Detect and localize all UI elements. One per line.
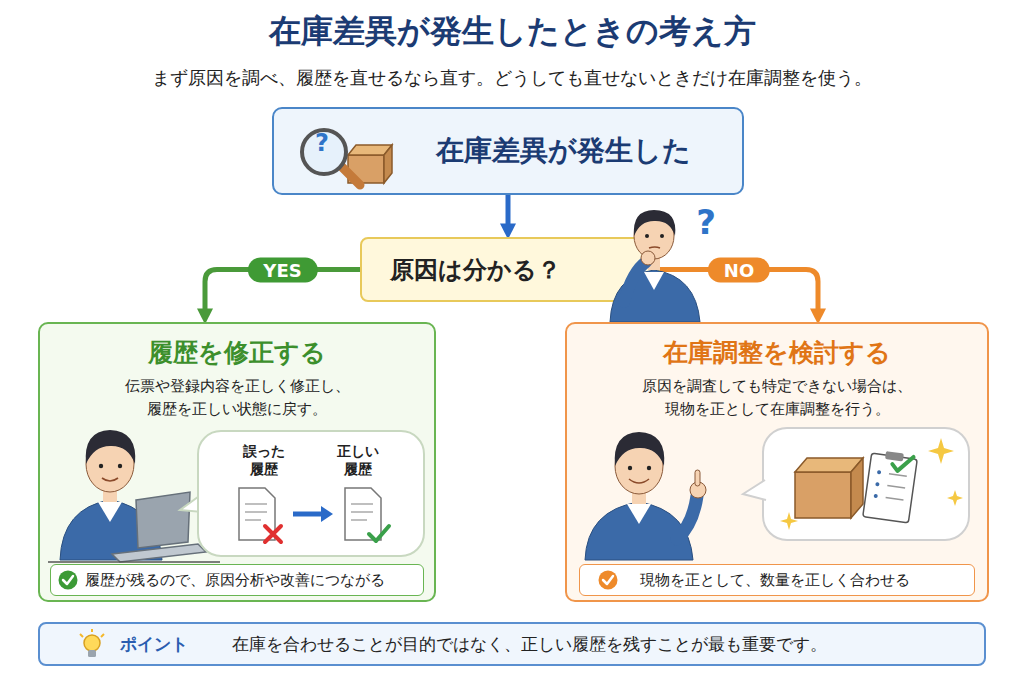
edge-label: NO	[708, 257, 770, 282]
diagram-title: 在庫差異が発生したときの考え方	[0, 10, 1024, 54]
magnifier-icon	[282, 115, 392, 191]
yes-panel: 履歴を修正する伝票や登録内容を正しく修正し、 履歴を正しい状態に戻す。 誤った …	[38, 322, 436, 602]
panel-body: 原因を調査しても特定できない場合は、 現物を正として在庫調整を行う。	[633, 375, 921, 420]
bulb-icon	[76, 628, 108, 662]
box-text: 在庫差異が発生した	[436, 132, 691, 170]
result-strip: 履歴が残るので、原因分析や改善につながる	[50, 564, 424, 596]
point-box: ポイント在庫を合わせることが目的ではなく、正しい履歴を残すことが最も重要です。	[38, 622, 986, 666]
panel-body: 伝票や登録内容を正しく修正し、 履歴を正しい状態に戻す。	[116, 375, 358, 420]
panel-heading: 在庫調整を検討する	[567, 336, 987, 369]
decision-text: 原因は分かる？	[390, 254, 561, 286]
point-heading: ポイント	[120, 633, 232, 656]
question-mark: ?	[315, 129, 329, 157]
check-icon	[58, 570, 78, 590]
thinking-man	[602, 202, 702, 322]
speech-bubble: 誤った 履歴 正しい 履歴	[197, 430, 425, 557]
decision-box: 原因は分かる？	[360, 237, 660, 302]
subtitle: まず原因を調べ、履歴を直せるなら直す。どうしても直せないときだけ在庫調整を使う。	[0, 66, 1024, 90]
bubble-text: 誤った 履歴	[238, 442, 290, 478]
check-icon	[598, 570, 618, 590]
edge-label: YES	[247, 257, 317, 282]
strip-text: 現物を正として、数量を正しく合わせる	[640, 571, 910, 590]
strip-text: 履歴が残るので、原因分析や改善につながる	[85, 571, 385, 590]
result-strip: 現物を正として、数量を正しく合わせる	[579, 564, 975, 596]
start-box: 在庫差異が発生した	[272, 107, 744, 195]
history-documents	[199, 432, 427, 559]
bubble-text: 正しい 履歴	[332, 442, 384, 478]
panel-heading: 履歴を修正する	[40, 336, 434, 369]
no-panel: 在庫調整を検討する原因を調査しても特定できない場合は、 現物を正として在庫調整を…	[565, 322, 989, 602]
point-text: 在庫を合わせることが目的ではなく、正しい履歴を残すことが最も重要です。	[232, 633, 827, 656]
question-mark: ?	[696, 202, 716, 242]
flow-arrow	[506, 195, 511, 233]
